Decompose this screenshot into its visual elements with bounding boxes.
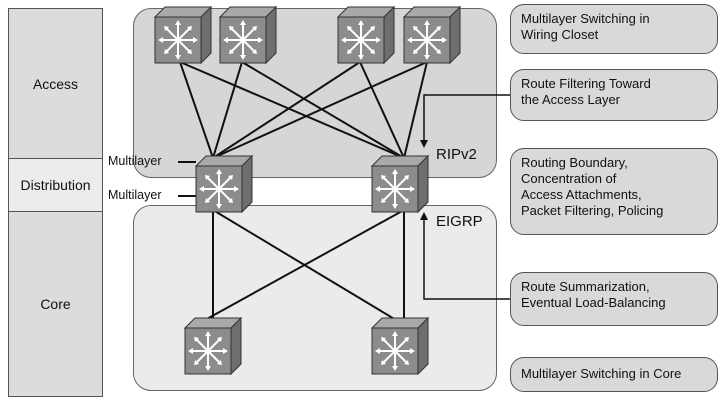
layer-distribution: Distribution [8, 158, 103, 212]
multilayer-label-1: Multilayer [108, 154, 162, 168]
callout-routing-boundary: Routing Boundary, Concentration of Acces… [510, 148, 718, 235]
access-switch-1-icon [154, 6, 212, 64]
callout-line: the Access Layer [521, 92, 620, 107]
callout-core-switching: Multilayer Switching in Core [510, 357, 718, 392]
callout-line: Route Summarization, [521, 279, 650, 294]
callout-line: Concentration of [521, 171, 617, 186]
ripv2-label: RIPv2 [436, 146, 477, 163]
access-switch-3-icon [337, 6, 395, 64]
layer-access: Access [8, 8, 103, 159]
access-switch-2-icon [219, 6, 277, 64]
multilayer-label-2: Multilayer [108, 188, 162, 202]
distribution-switch-2-icon [371, 155, 429, 213]
callout-route-filtering: Route Filtering Toward the Access Layer [510, 69, 718, 121]
callout-line: Eventual Load-Balancing [521, 295, 666, 310]
callout-line: Routing Boundary, [521, 155, 628, 170]
eigrp-label: EIGRP [436, 213, 483, 230]
distribution-switch-1-icon [195, 155, 253, 213]
callout-line: Multilayer Switching in [521, 11, 650, 26]
core-switch-1-icon [184, 317, 242, 375]
access-switch-4-icon [403, 6, 461, 64]
callout-line: Packet Filtering, Policing [521, 203, 664, 218]
callout-line: Wiring Closet [521, 27, 599, 42]
callout-line: Access Attachments, [521, 187, 642, 202]
callout-wiring-closet: Multilayer Switching in Wiring Closet [510, 4, 718, 54]
callout-line: Multilayer Switching in Core [521, 366, 682, 381]
layer-core: Core [8, 211, 103, 397]
callout-route-summarization: Route Summarization, Eventual Load-Balan… [510, 272, 718, 326]
callout-line: Route Filtering Toward [521, 76, 651, 91]
core-switch-2-icon [371, 317, 429, 375]
